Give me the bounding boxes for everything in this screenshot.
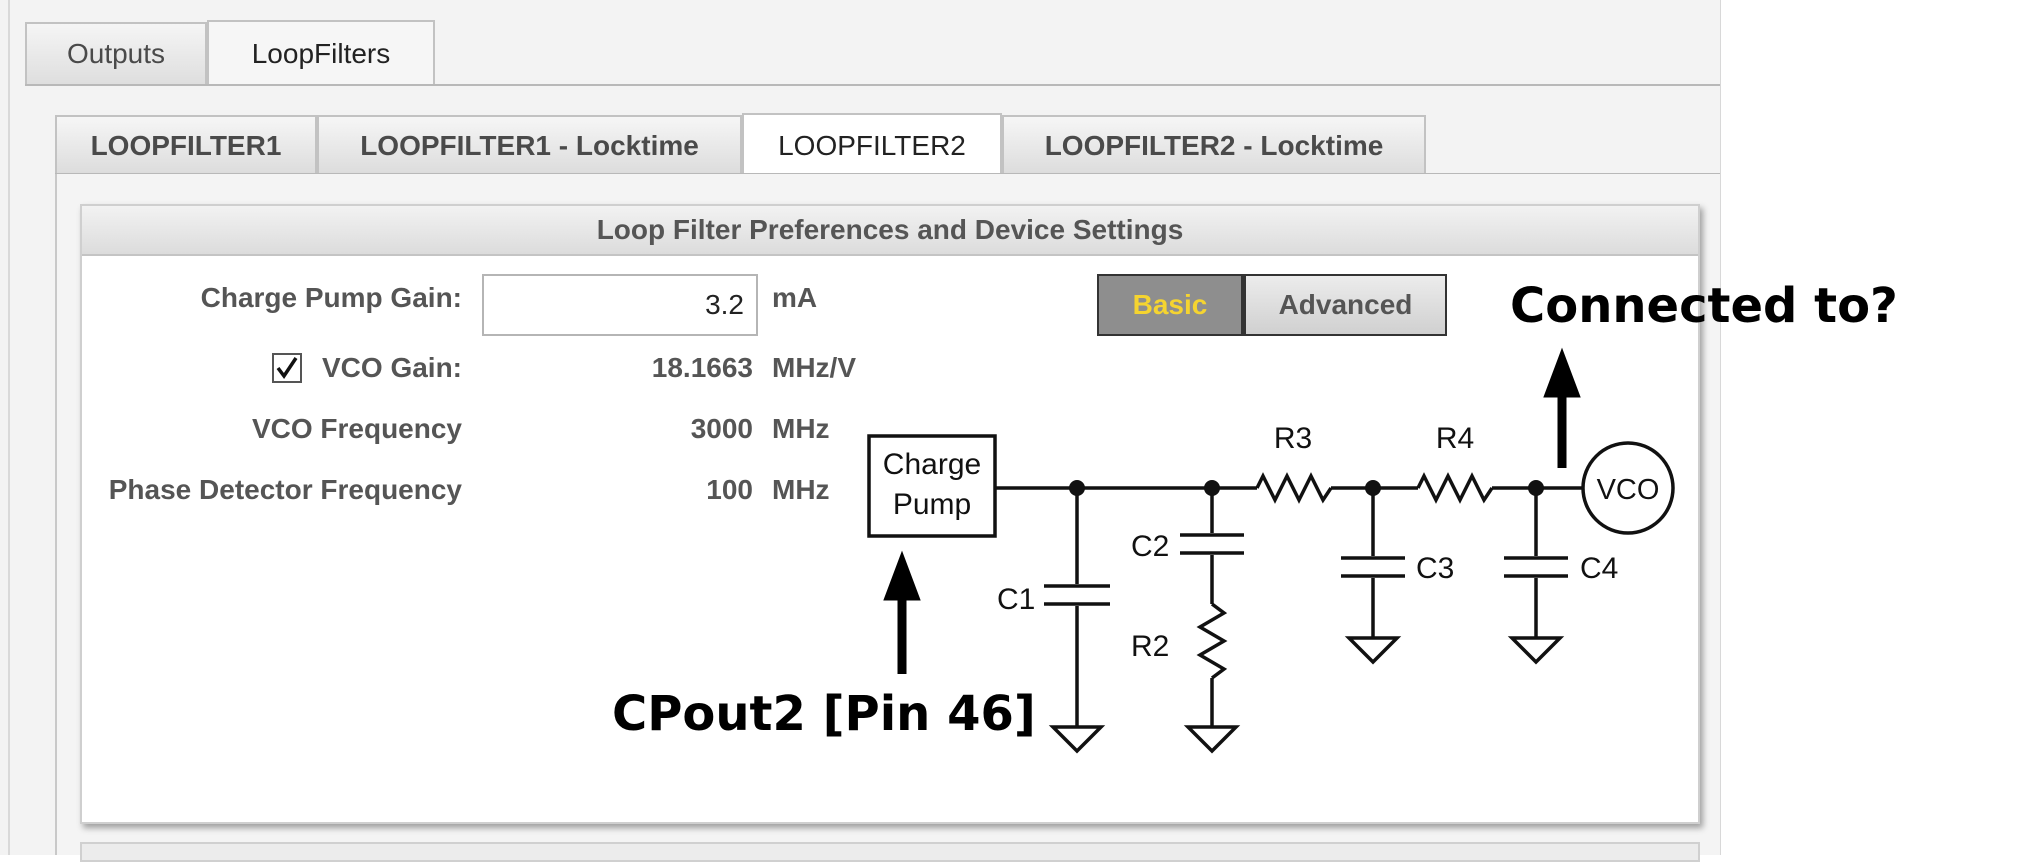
vco-frequency-label: VCO Frequency (251, 413, 462, 444)
c2-label: C2 (1131, 530, 1169, 563)
subtab-loopfilter1-locktime[interactable]: LOOPFILTER1 - Locktime (317, 115, 742, 174)
c4-ground (1507, 636, 1565, 665)
r2-ground (1183, 725, 1241, 754)
r4-label: R4 (1436, 422, 1474, 455)
vco-label: VCO (1597, 474, 1660, 506)
vco-block (1581, 441, 1675, 535)
vco-gain-checkbox[interactable] (272, 353, 302, 383)
vco-frequency-unit: MHz (772, 413, 830, 444)
vco-gain-label: VCO Gain: (321, 352, 462, 383)
vco-frequency-value: 3000 (690, 413, 753, 444)
advanced-mode-button[interactable]: Advanced (1243, 274, 1447, 336)
vco-gain-value: 18.1663 (651, 352, 753, 383)
r2-resistor (1196, 602, 1228, 680)
r2-label: R2 (1131, 630, 1169, 663)
c1-ground (1048, 725, 1106, 754)
connected-arrow (1543, 347, 1581, 398)
c1-label: C1 (997, 583, 1035, 616)
charge-pump-label-line1: Charge (883, 448, 981, 481)
cpout-annotation: CPout2 [Pin 46] (612, 686, 1036, 742)
vco-gain-unit: MHz/V (772, 352, 856, 383)
c3-label: C3 (1416, 552, 1454, 585)
phase-detector-frequency-unit: MHz (772, 474, 830, 505)
r4-resistor (1416, 472, 1494, 504)
charge-pump-gain-label: Charge Pump Gain: (200, 282, 462, 313)
charge-pump-block (867, 434, 997, 538)
r3-label: R3 (1274, 422, 1312, 455)
charge-pump-label-line2: Pump (893, 488, 971, 521)
subtab-loopfilter2-locktime[interactable]: LOOPFILTER2 - Locktime (1002, 115, 1426, 174)
charge-pump-gain-unit: mA (772, 282, 818, 313)
c4-label: C4 (1580, 552, 1618, 585)
r3-resistor (1255, 472, 1333, 504)
c3-ground (1344, 636, 1402, 665)
group-title: Loop Filter Preferences and Device Setti… (82, 206, 1698, 256)
phase-detector-frequency-label: Phase Detector Frequency (108, 474, 462, 505)
phase-detector-frequency-value: 100 (706, 474, 753, 505)
tab-outputs[interactable]: Outputs (25, 22, 207, 84)
app-frame: Outputs LoopFilters LOOPFILTER1 LOOPFILT… (0, 0, 1721, 862)
tab-loopfilters[interactable]: LoopFilters (207, 20, 435, 86)
charge-pump-gain-input[interactable] (482, 274, 758, 336)
tab-strip-border (25, 84, 1720, 86)
frame-border (8, 0, 10, 855)
basic-mode-button[interactable]: Basic (1097, 274, 1243, 336)
checkmark-icon (276, 357, 298, 380)
connected-annotation: Connected to? (1510, 278, 1898, 334)
subtab-loopfilter1[interactable]: LOOPFILTER1 (55, 115, 317, 174)
cpout-arrow (883, 550, 921, 601)
subtab-loopfilter2[interactable]: LOOPFILTER2 (742, 113, 1002, 176)
